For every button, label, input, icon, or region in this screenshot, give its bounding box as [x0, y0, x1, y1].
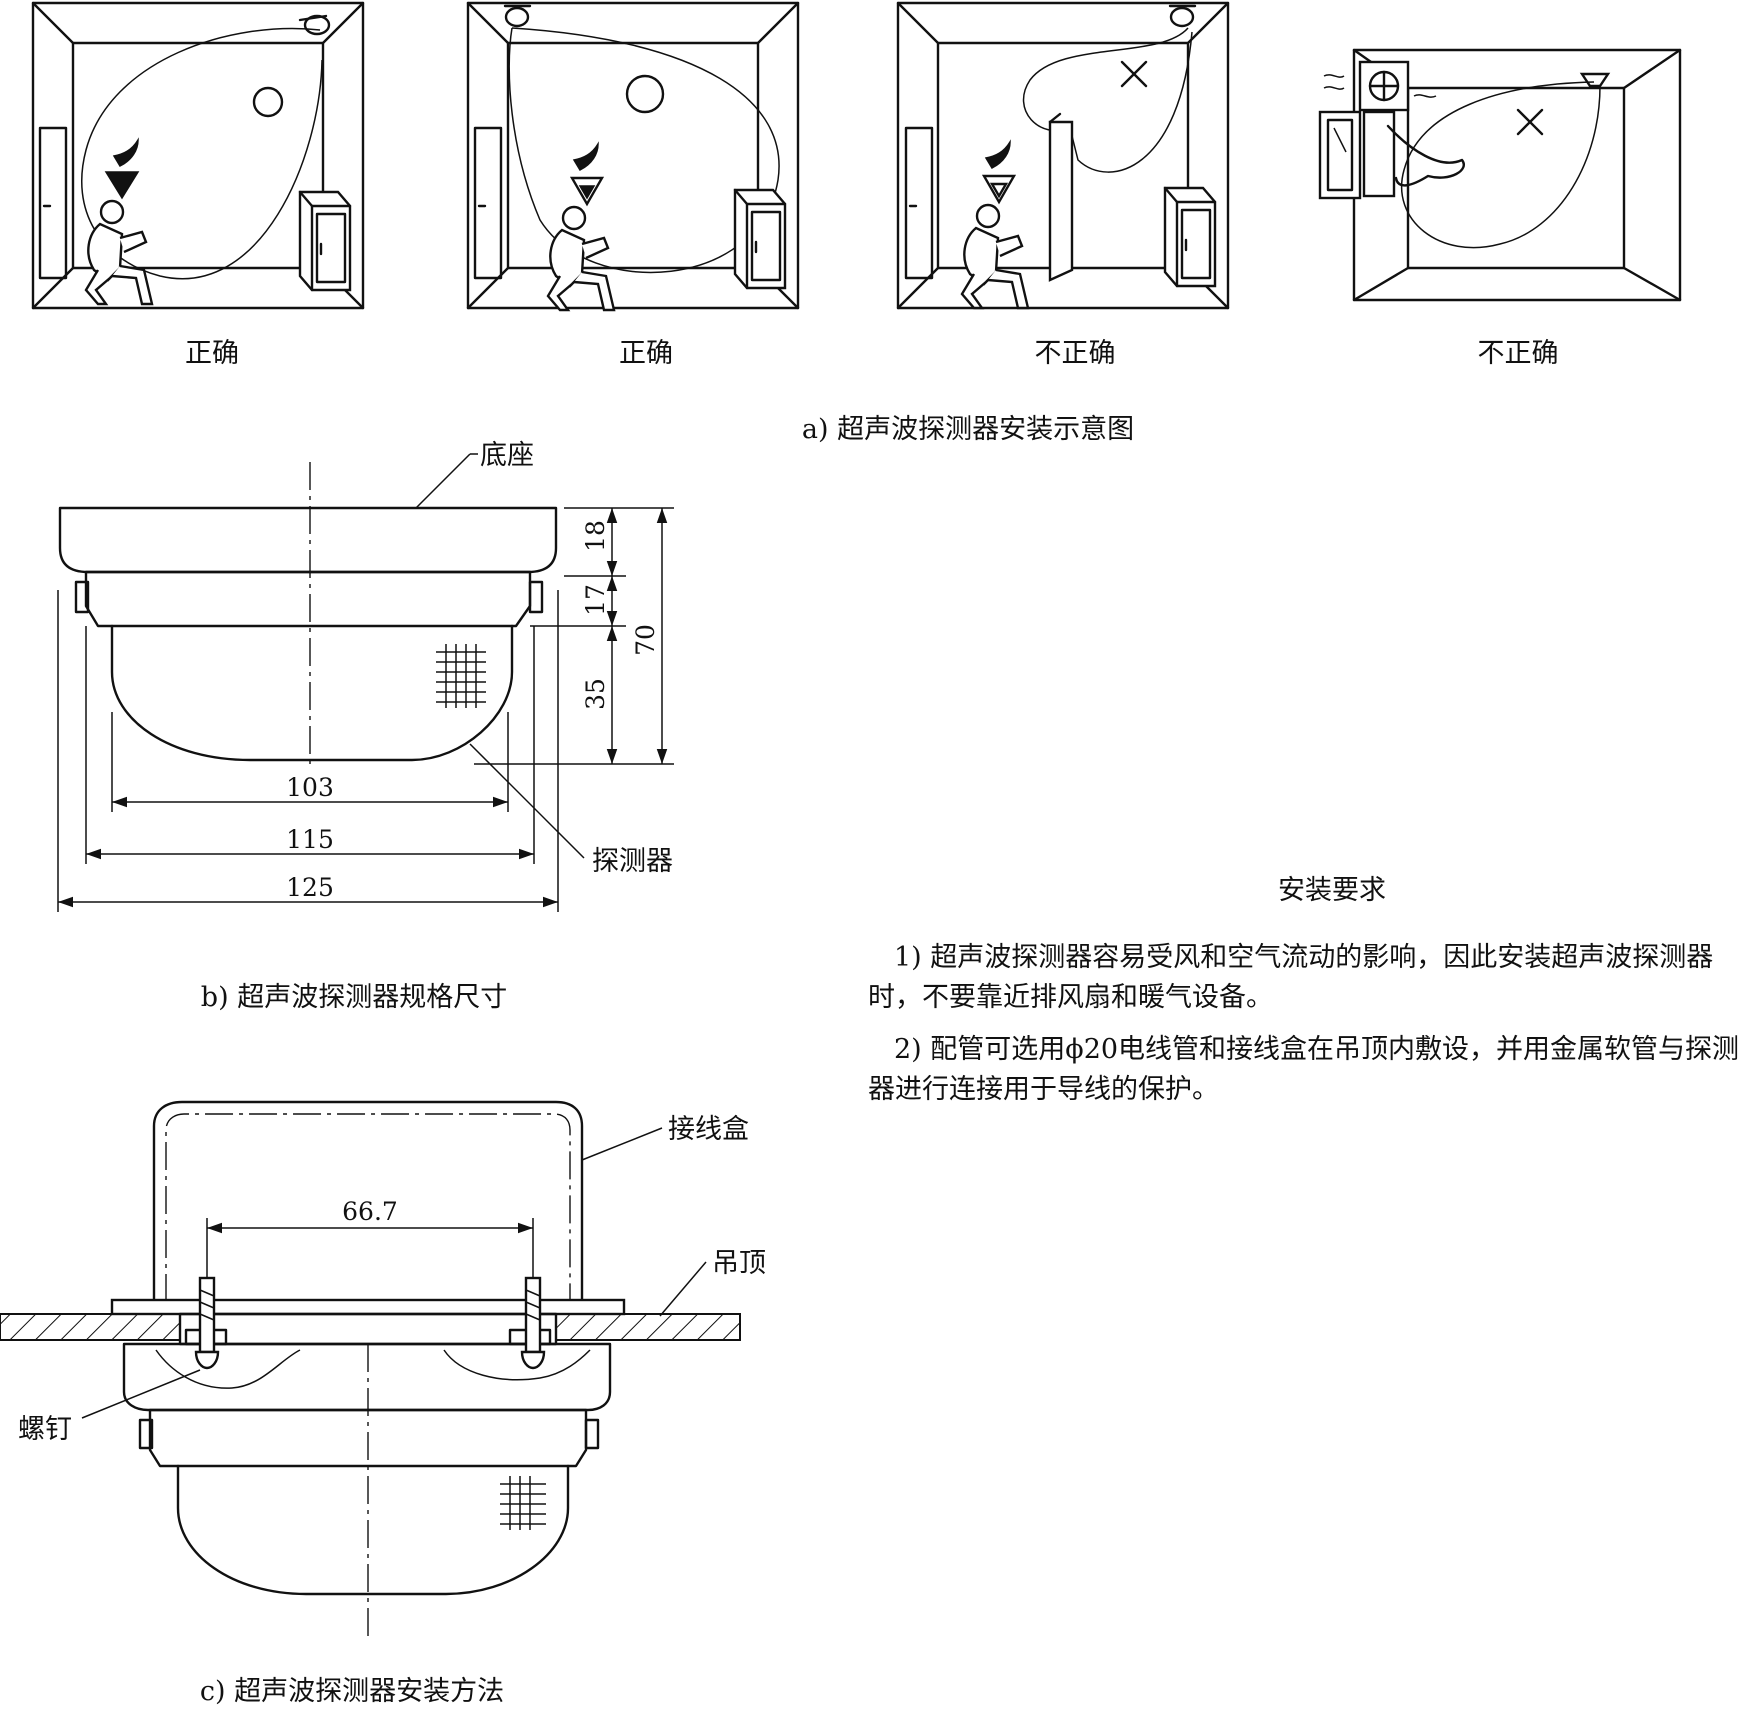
detector-dome: [176, 1464, 570, 1596]
door-icon: [38, 126, 68, 280]
door-icon: [904, 126, 934, 280]
dim-label: 66.7: [342, 1197, 398, 1226]
lamp-icon: [625, 74, 665, 114]
requirements-title: 安装要求: [1278, 875, 1386, 906]
verdict-label: 不正确: [1478, 338, 1559, 369]
wall-mounted-detector: [1579, 72, 1611, 88]
panel-a-caption: a) 超声波探测器安装示意图: [802, 414, 1134, 445]
exhaust-fan-icon: [1323, 60, 1437, 112]
cross-icon: [1516, 108, 1544, 136]
scene-3-incorrect: [896, 1, 1230, 310]
speaker-grille: [436, 644, 486, 708]
dim-label: 70: [631, 624, 660, 656]
lamp-icon: [252, 86, 284, 118]
heater-icon: [1318, 110, 1362, 200]
scene-2-correct: [466, 1, 800, 312]
scene-1-correct: [31, 1, 365, 310]
dim-label: 17: [581, 584, 610, 616]
detector-dome: [110, 624, 514, 762]
verdict-label: 正确: [185, 338, 239, 369]
cabinet-icon: [1163, 186, 1217, 288]
dim-label: 125: [286, 873, 334, 902]
junction-box: [152, 1100, 584, 1304]
intruder-icon: [546, 141, 616, 312]
cabinet-icon: [298, 190, 352, 292]
cross-icon: [1120, 60, 1148, 88]
dim-label: 115: [286, 825, 334, 854]
requirement-item-1: 1) 超声波探测器容易受风和空气流动的影响，因此安装超声波探测器时，不要靠近排风…: [868, 942, 1714, 1013]
mid-ring: [84, 570, 532, 628]
base-part: [58, 506, 558, 574]
curtain-icon: [1362, 110, 1465, 198]
base-label: 底座: [480, 440, 534, 471]
ceiling-detector: [1168, 4, 1197, 28]
coverage-area: [508, 27, 780, 274]
dim-label: 35: [581, 678, 610, 710]
panel-b-drawing: 18 17 35 70 103 115 125 底座 探测器 b) 超声波探测器…: [57, 440, 674, 1013]
wall-mounted-detector: [298, 14, 331, 36]
ceiling-label: 吊顶: [712, 1248, 766, 1279]
coverage-area: [1022, 27, 1193, 173]
partition-wall: [1048, 112, 1074, 282]
intruder-icon: [84, 137, 154, 306]
panel-c-drawing: 66.7 接线盒 吊顶 螺钉 c) 超声波探测器安装方法: [0, 1100, 766, 1707]
requirement-item-2: 2) 配管可选用ϕ20电线管和接线盒在吊顶内敷设，并用金属软管与探测器进行连接用…: [868, 1034, 1740, 1105]
intruder-icon: [960, 139, 1030, 310]
junction-box-label: 接线盒: [668, 1114, 749, 1145]
verdict-label: 不正确: [1035, 338, 1116, 369]
scene-4-incorrect: [1318, 48, 1682, 302]
screw-icon: [194, 1276, 220, 1370]
detector-label: 探测器: [592, 846, 673, 877]
alarm-triangle-icon: [104, 171, 140, 200]
ceiling-right: [555, 1313, 741, 1341]
panel-a-captions: 正确 正确 不正确 不正确 a) 超声波探测器安装示意图: [185, 338, 1559, 445]
panel-c-caption: c) 超声波探测器安装方法: [200, 1676, 504, 1707]
dim-label: 18: [581, 520, 610, 552]
speaker-grille: [500, 1476, 546, 1530]
ceiling-detector: [503, 4, 532, 28]
panel-b-caption: b) 超声波探测器规格尺寸: [201, 982, 507, 1013]
door-icon: [473, 126, 503, 280]
screw-label: 螺钉: [18, 1414, 72, 1445]
dim-label: 103: [286, 773, 334, 802]
cabinet-icon: [733, 188, 787, 290]
ceiling-left: [0, 1313, 181, 1341]
verdict-label: 正确: [619, 338, 673, 369]
coverage-area: [1401, 81, 1601, 249]
mid-ring: [148, 1408, 588, 1468]
screw-icon: [520, 1276, 546, 1370]
